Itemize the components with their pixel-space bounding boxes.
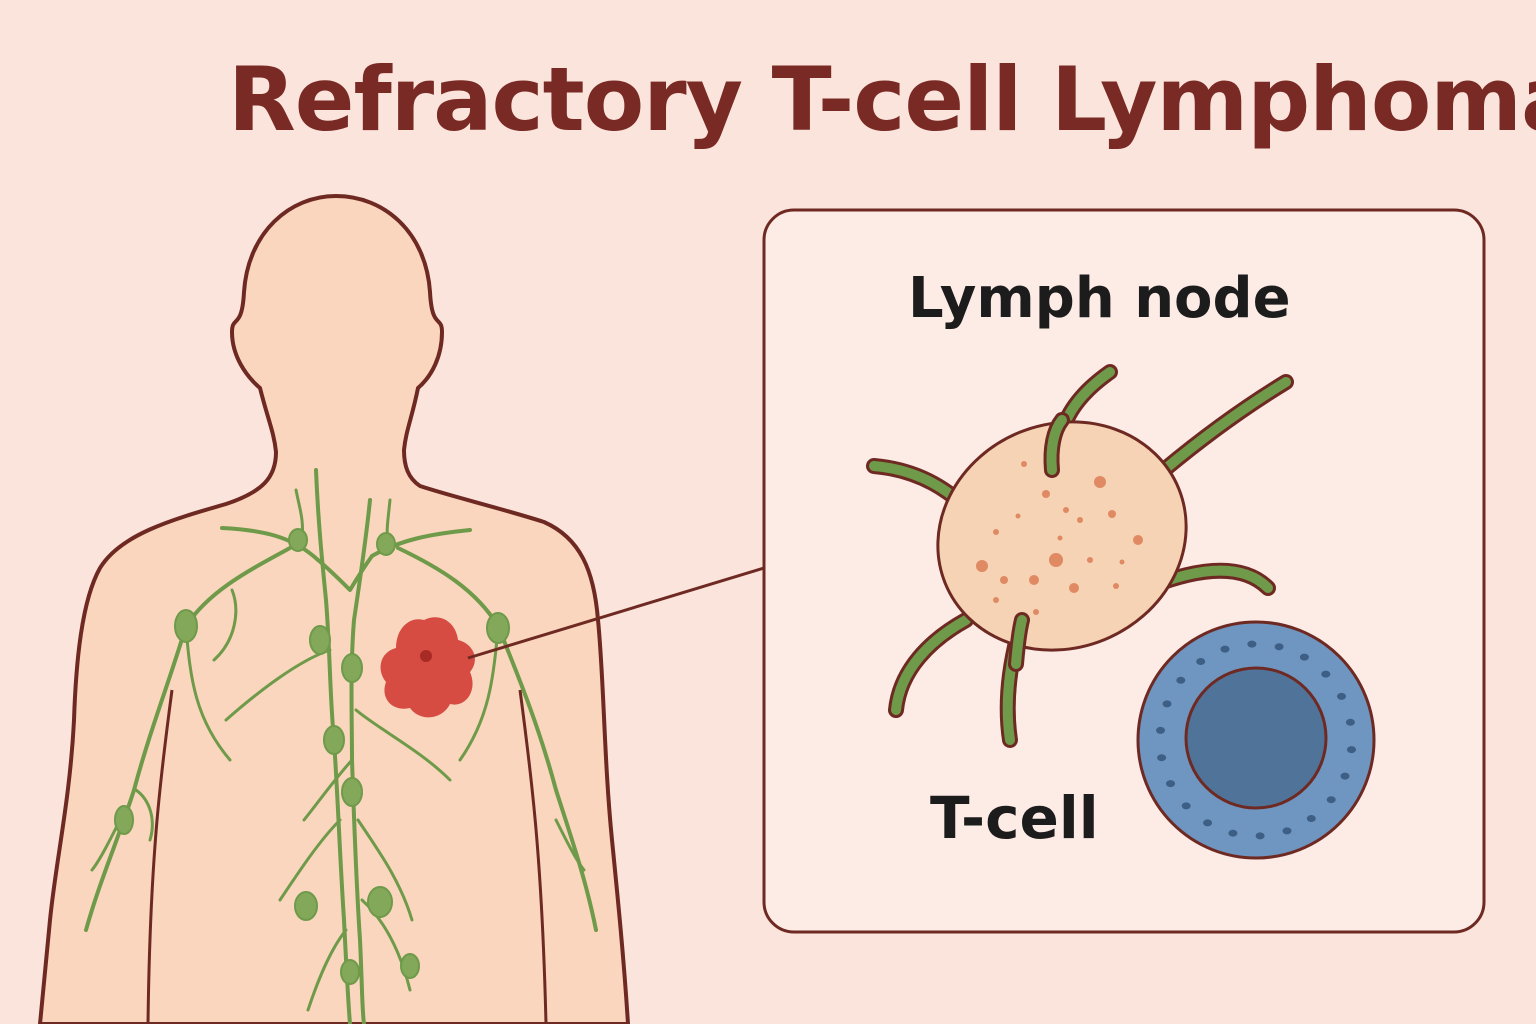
t-cell-granule [1220, 645, 1230, 653]
t-cell-granule [1203, 819, 1213, 827]
speckle [1069, 583, 1079, 593]
lymph-node-dot [367, 886, 393, 918]
speckle [1113, 583, 1119, 589]
speckle [1015, 513, 1021, 519]
tentacle-front [1046, 415, 1067, 475]
speckle [1077, 517, 1083, 523]
callout-line [467, 566, 765, 660]
t-cell-granule [1337, 692, 1346, 700]
speckle [1029, 575, 1039, 585]
lymph-node-cell-icon [866, 364, 1294, 748]
tumor-mass-icon [380, 617, 475, 718]
lymph-vessel [354, 708, 452, 782]
t-cell-nucleus [1184, 666, 1328, 810]
speckle [1057, 535, 1063, 541]
t-cell-icon [1136, 620, 1376, 860]
speckle [1033, 609, 1039, 615]
speckle [1021, 461, 1027, 467]
lymph-node-dot [400, 953, 420, 979]
lymph-node-dot [288, 528, 308, 552]
lymph-node-label: Lymph node [908, 266, 1291, 331]
speckle [1063, 507, 1069, 513]
lymph-vessel [220, 526, 320, 562]
speckle [1000, 576, 1008, 584]
lymph-vessel [306, 928, 348, 1012]
tentacle-front [1011, 615, 1027, 669]
t-cell-granule [1299, 653, 1309, 661]
tumor-mass [380, 617, 475, 718]
speckle [1094, 476, 1106, 488]
tumor-core [420, 650, 432, 662]
speckle [993, 597, 999, 603]
t-cell-granule [1247, 640, 1257, 648]
t-cell-granule [1347, 746, 1356, 754]
t-cell-granule [1340, 772, 1350, 780]
t-cell-granule [1274, 643, 1284, 651]
t-cell-granule [1326, 796, 1336, 804]
lymph-node-body [936, 420, 1188, 652]
lymph-node-dot [341, 777, 363, 807]
lymph-vessel [134, 788, 154, 842]
t-cell-granule [1176, 676, 1186, 684]
lymph-node-dot [294, 891, 318, 921]
tentacle [1159, 377, 1291, 475]
lymph-node-dot [486, 612, 510, 644]
t-cell-granule [1196, 658, 1206, 665]
speckle [1133, 535, 1143, 545]
lymph-node-dots [114, 528, 510, 985]
t-cell-granule [1345, 718, 1355, 726]
t-cell-granules [1156, 640, 1356, 840]
lymph-vessel [184, 624, 232, 762]
page-title: Refractory T-cell Lymphoma [228, 48, 1536, 151]
lymph-node-dot [114, 805, 134, 835]
t-cell-granule [1181, 802, 1191, 810]
body-outline [38, 194, 630, 1024]
lymphatic-system-icon [84, 468, 598, 1024]
t-cell-granule [1282, 827, 1292, 835]
t-cell-granule [1156, 726, 1165, 734]
t-cell-granule [1162, 700, 1172, 708]
lymph-vessel [84, 546, 292, 932]
lymph-vessel [212, 588, 238, 662]
lymph-node-dot [309, 625, 331, 655]
lymph-vessel [302, 758, 354, 822]
speckle [1049, 553, 1063, 567]
t-cell-granule [1306, 815, 1316, 822]
lymph-vessel [316, 554, 374, 592]
t-cell-granule [1228, 829, 1238, 837]
t-cell-granule [1157, 754, 1167, 762]
lymph-vessel [554, 818, 586, 872]
right-arm-line [518, 689, 548, 1024]
speckle [976, 560, 988, 572]
tentacle [891, 615, 971, 715]
lymph-node-dot [174, 609, 198, 643]
node-speckles [976, 461, 1143, 615]
t-cell-granule [1255, 832, 1265, 840]
lymph-vessel [278, 818, 342, 902]
left-arm-line [146, 689, 174, 1024]
t-cell-granule [1166, 780, 1175, 788]
t-cell-label: T-cell [930, 784, 1099, 852]
human-body-icon [38, 194, 630, 1024]
lymph-node-dot [323, 725, 345, 755]
speckle [993, 529, 999, 535]
speckle [1042, 490, 1050, 498]
lymph-node-dot [340, 959, 360, 985]
speckle [1087, 557, 1093, 563]
lymph-node-dot [341, 653, 363, 683]
speckle [1108, 510, 1116, 518]
lymph-vessel [356, 818, 414, 922]
speckle [1119, 559, 1125, 565]
lymph-node-dot [376, 532, 396, 556]
t-cell-granule [1321, 670, 1331, 678]
